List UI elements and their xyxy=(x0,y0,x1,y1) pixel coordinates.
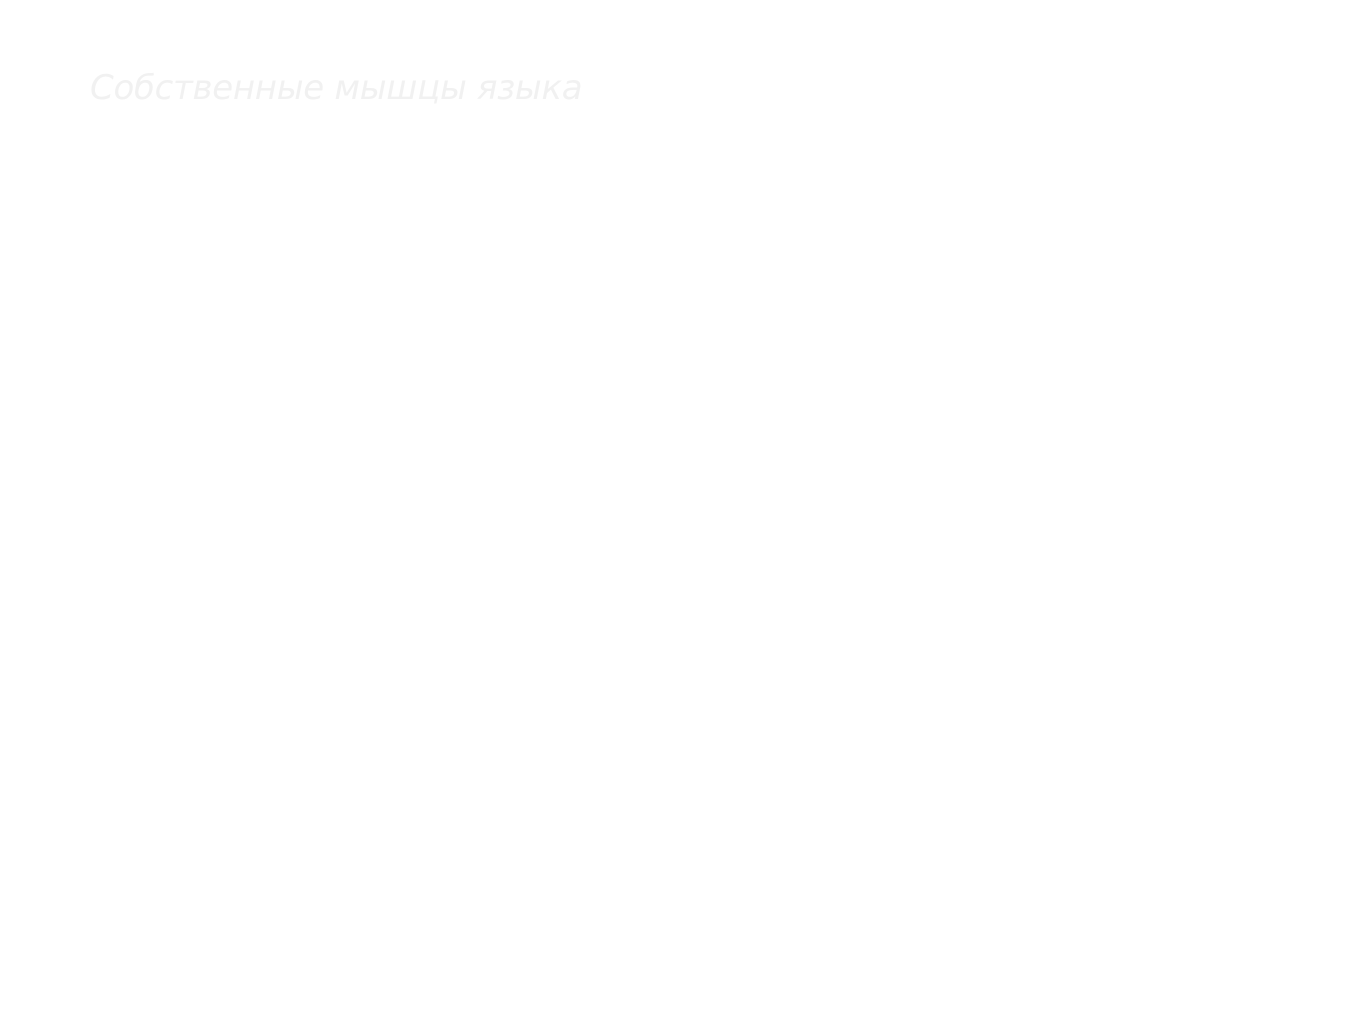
slide-title: Собственные мышцы языка xyxy=(90,68,583,108)
